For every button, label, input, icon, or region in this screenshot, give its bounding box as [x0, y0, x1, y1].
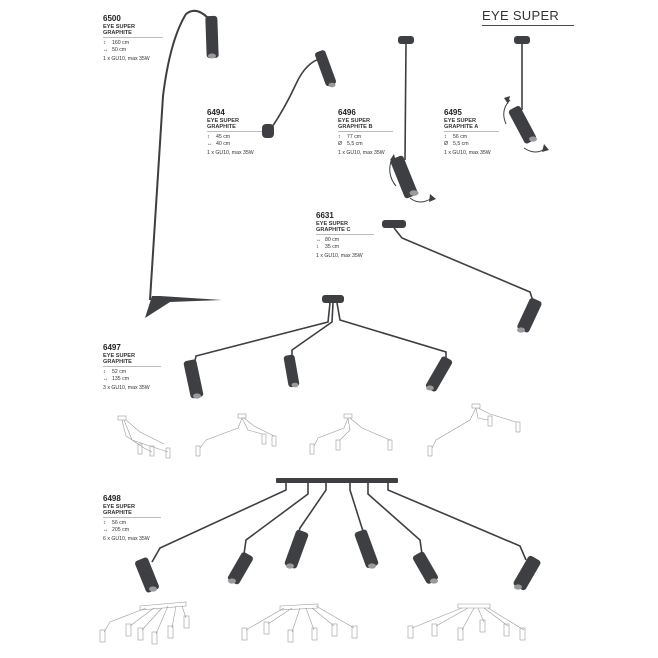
sketch-variant — [195, 413, 277, 457]
dimension-value: 80 cm — [325, 237, 340, 244]
spec-6494: 6494 EYE SUPER GRAPHITE ↕ 45 cm ↔40 cm 1 … — [207, 108, 262, 157]
bulb-spec: 1 x GU10, max 35W — [338, 150, 385, 157]
spec-6497: 6497 EYE SUPER GRAPHITE ↕ 52 cm ↔135 cm 3… — [103, 343, 161, 392]
diameter-icon: Ø — [338, 140, 343, 147]
dimension-value: 35 cm — [325, 243, 340, 250]
floor-lamp-6500-illustration — [145, 9, 222, 318]
spec-6631: 6631 EYE SUPER GRAPHITE C ↔80 cm ↕35 cm … — [316, 211, 374, 260]
product-code: 6631 — [316, 211, 334, 220]
page-title: EYE SUPER — [482, 8, 560, 23]
product-name-line: EYE SUPER — [444, 118, 477, 124]
height-icon: ↕ — [338, 134, 341, 141]
product-name-line: EYE SUPER — [103, 504, 136, 510]
product-code: 6496 — [338, 108, 356, 117]
bulb-spec: 1 x GU10, max 35W — [103, 56, 150, 63]
dimension-value: 5,5 cm — [453, 140, 469, 147]
dimension-value: 50 cm — [112, 46, 127, 53]
sketch-variants-6497 — [117, 403, 521, 459]
width-icon: ↔ — [103, 46, 109, 53]
product-code: 6497 — [103, 343, 121, 352]
ceiling-lamp-6631-illustration — [382, 220, 542, 333]
product-name-line: GRAPHITE C — [316, 227, 351, 234]
height-icon: ↕ — [103, 520, 106, 527]
dimension-value: 5,5 cm — [347, 140, 363, 147]
product-name-line: GRAPHITE B — [338, 124, 373, 131]
height-icon: ↕ — [207, 134, 210, 141]
rotate-arrow-icon — [409, 197, 433, 203]
width-icon: ↔ — [103, 526, 109, 533]
wall-lamp-6494-illustration — [262, 50, 337, 138]
product-code: 6500 — [103, 14, 121, 23]
sketch-variant — [407, 603, 526, 641]
product-name-line: EYE SUPER — [103, 353, 136, 359]
product-name-line: GRAPHITE — [103, 510, 132, 517]
width-icon: ↔ — [207, 140, 213, 147]
bulb-spec: 6 x GU10, max 35W — [103, 536, 150, 543]
sketch-variant — [309, 413, 393, 455]
title-underline — [482, 25, 574, 26]
pendant-6495-illustration — [503, 36, 549, 153]
sketch-variants-6498 — [99, 601, 526, 645]
spec-6496: 6496 EYE SUPER GRAPHITE B ↕ 77 cm Ø 5,5 cm… — [338, 108, 393, 157]
dimension-value: 77 cm — [347, 134, 362, 141]
product-code: 6498 — [103, 494, 121, 503]
diameter-icon: Ø — [444, 140, 449, 147]
height-icon: ↕ — [103, 369, 106, 376]
dimension-value: 160 cm — [112, 40, 130, 47]
spec-6495: 6495 EYE SUPER GRAPHITE A ↕ 56 cm Ø 5,5 cm… — [444, 108, 499, 157]
product-name-line: EYE SUPER — [316, 221, 349, 227]
width-icon: ↔ — [103, 375, 109, 382]
product-name-line: GRAPHITE — [207, 124, 236, 131]
dimension-value: 40 cm — [216, 140, 231, 147]
height-icon: ↕ — [444, 134, 447, 141]
product-name-line: GRAPHITE — [103, 30, 132, 37]
width-icon: ↔ — [316, 237, 322, 244]
bulb-spec: 1 x GU10, max 35W — [316, 253, 363, 260]
product-name-line: GRAPHITE — [103, 359, 132, 366]
bulb-spec: 1 x GU10, max 35W — [444, 150, 491, 157]
dimension-value: 45 cm — [216, 134, 231, 141]
product-name-line: EYE SUPER — [207, 118, 240, 124]
sketch-variant — [99, 601, 190, 645]
height-icon: ↕ — [316, 243, 319, 250]
pendant-6496-illustration — [389, 36, 436, 203]
product-name-line: EYE SUPER — [103, 24, 136, 30]
product-name-line: EYE SUPER — [338, 118, 371, 124]
spec-6500: 6500 EYE SUPER GRAPHITE ↕ 160 cm ↔50 cm 1… — [103, 14, 163, 63]
product-name-line: GRAPHITE A — [444, 124, 479, 131]
dimension-value: 135 cm — [112, 375, 130, 382]
ceiling-lamp-6497-illustration — [183, 295, 453, 399]
dimension-value: 56 cm — [453, 134, 468, 141]
sketch-variant — [241, 603, 358, 643]
ceiling-lamp-6498-illustration — [135, 478, 541, 593]
rotate-arrow-icon — [389, 157, 397, 187]
bulb-spec: 3 x GU10, max 35W — [103, 385, 150, 392]
product-code: 6495 — [444, 108, 462, 117]
spec-6498: 6498 EYE SUPER GRAPHITE ↕ 56 cm ↔205 cm 6… — [103, 494, 161, 543]
sketch-variant — [117, 415, 171, 459]
height-icon: ↕ — [103, 40, 106, 47]
dimension-value: 205 cm — [112, 526, 130, 533]
sketch-variant — [427, 403, 521, 457]
product-code: 6494 — [207, 108, 225, 117]
bulb-spec: 1 x GU10, max 35W — [207, 150, 254, 157]
dimension-value: 56 cm — [112, 520, 127, 527]
dimension-value: 52 cm — [112, 369, 127, 376]
